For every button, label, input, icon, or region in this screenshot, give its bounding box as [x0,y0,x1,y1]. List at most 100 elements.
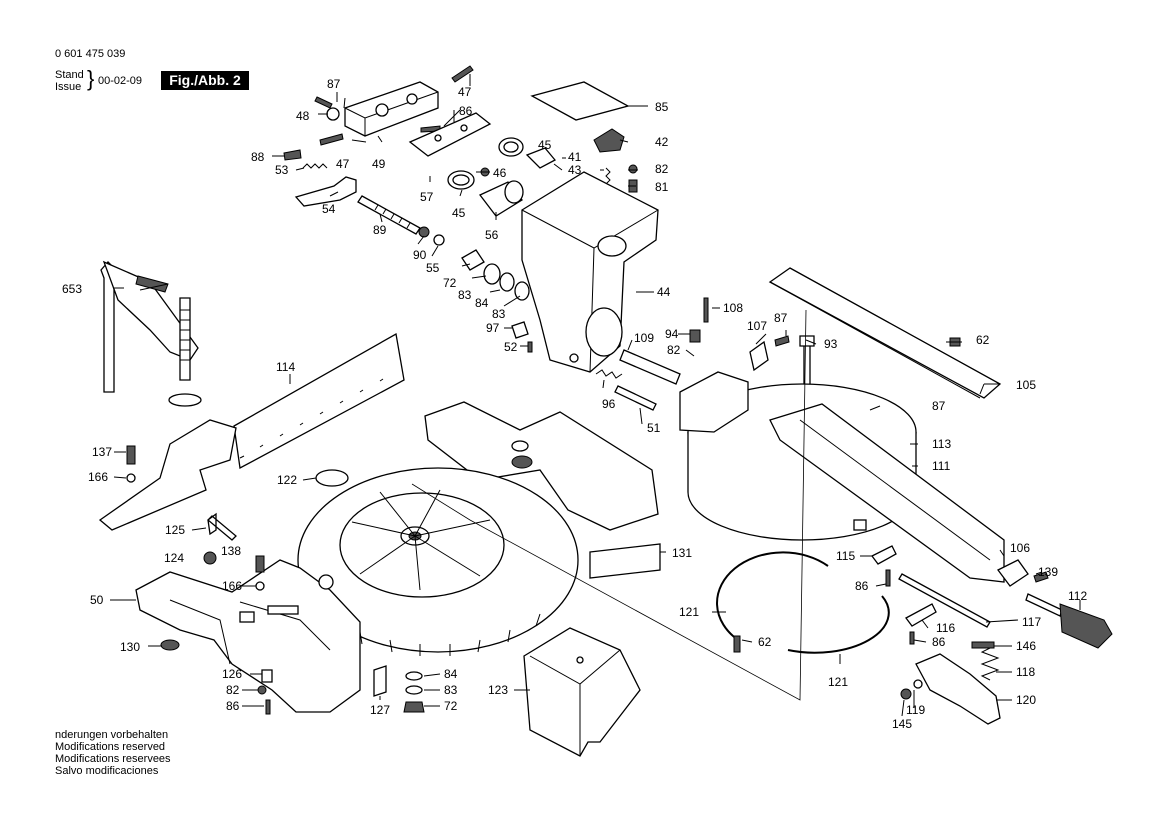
label-106: 106 [1010,541,1030,555]
washer-84b [405,671,423,681]
upper-assembly [283,65,815,411]
nut-124 [203,551,217,565]
nut-72b [403,701,425,713]
brace-glyph: } [87,66,95,91]
label-93: 93 [824,337,838,351]
label-41: 41 [568,150,582,164]
label-85: 85 [655,100,669,114]
label-123: 123 [488,683,508,697]
washer-83c [405,685,423,695]
spring-96 [595,369,623,379]
pin-47 [319,133,344,146]
washer-166 [126,473,136,483]
fence-114 [233,332,405,470]
spring-118 [980,647,1000,681]
label-131: 131 [672,546,692,560]
washer-83b [514,281,530,301]
nut-145 [900,688,912,700]
label-130: 130 [120,640,140,654]
label-82c: 82 [226,683,240,697]
table-bracket [679,371,749,433]
base-assembly [135,401,661,715]
label-48: 48 [296,109,310,123]
document-number: 0 601 475 039 [55,48,126,60]
lever-120 [915,653,1001,725]
label-56: 56 [485,228,499,242]
label-124: 124 [164,551,184,565]
label-72: 72 [443,276,457,290]
knob-42 [593,128,625,153]
label-83c: 83 [444,683,458,697]
label-45b: 45 [452,206,466,220]
label-87c: 87 [932,399,946,413]
label-62: 62 [976,333,990,347]
label-46: 46 [493,166,507,180]
screw-138 [255,555,265,573]
label-86: 86 [459,104,473,118]
label-653: 653 [62,282,82,296]
bolt-137 [126,445,136,465]
saw-table-assembly [679,267,1113,725]
rod-117 [898,573,991,628]
label-119: 119 [906,703,925,717]
part-number-labels: 87 47 48 86 85 88 49 45 42 53 47 41 43 8… [62,77,1087,731]
screw-146 [971,641,995,649]
lever-handle-54 [294,176,357,207]
clip-41 [525,147,557,169]
label-94: 94 [665,327,679,341]
foot-130 [160,639,180,651]
label-52: 52 [504,340,518,354]
label-107: 107 [747,319,767,333]
label-62b: 62 [758,635,772,649]
pin-108 [703,297,709,323]
nut-72 [461,249,485,271]
label-82: 82 [655,162,669,176]
label-166: 166 [88,470,108,484]
sleeve-109 [619,349,681,385]
label-54: 54 [322,202,336,216]
figure-label: Fig./Abb. 2 [161,71,249,90]
label-112: 112 [1068,589,1087,603]
spring-43 [605,167,611,185]
footer-line-en: Modifications reserved [55,741,166,753]
label-44: 44 [657,285,671,299]
label-55: 55 [426,261,440,275]
label-51: 51 [647,421,661,435]
label-131 [589,543,661,579]
base-front-50 [135,559,361,713]
label-125: 125 [165,523,185,537]
label-57: 57 [420,190,434,204]
nut-82 [628,164,638,174]
knob-48 [326,107,340,121]
label-127: 127 [370,703,390,717]
pin-51 [614,385,657,411]
label-127 [373,665,387,697]
arc-121a [716,551,829,641]
label-139: 139 [1038,565,1058,579]
label-145: 145 [892,717,912,731]
label-81: 81 [655,180,669,194]
cover-123 [523,627,641,757]
screw-86b [885,569,891,587]
label-45: 45 [538,138,552,152]
plate-107 [749,340,769,372]
label-97: 97 [486,321,500,335]
washer-55 [433,234,445,246]
leader-lines [110,74,1081,717]
pin-47-top [451,65,474,83]
screw-86d [265,699,271,715]
plate-126 [261,669,273,683]
label-114: 114 [276,360,295,374]
label-120: 120 [1016,693,1036,707]
screw-62b [733,635,741,653]
label-121: 121 [679,605,699,619]
label-111: 111 [932,459,951,473]
washer-84 [499,272,515,292]
spring-53 [302,163,328,169]
part-116 [905,603,937,627]
label-88: 88 [251,150,265,164]
label-83: 83 [458,288,472,302]
label-86b: 86 [855,579,869,593]
label-53: 53 [275,163,289,177]
footer-line-es: Salvo modificaciones [55,765,159,777]
